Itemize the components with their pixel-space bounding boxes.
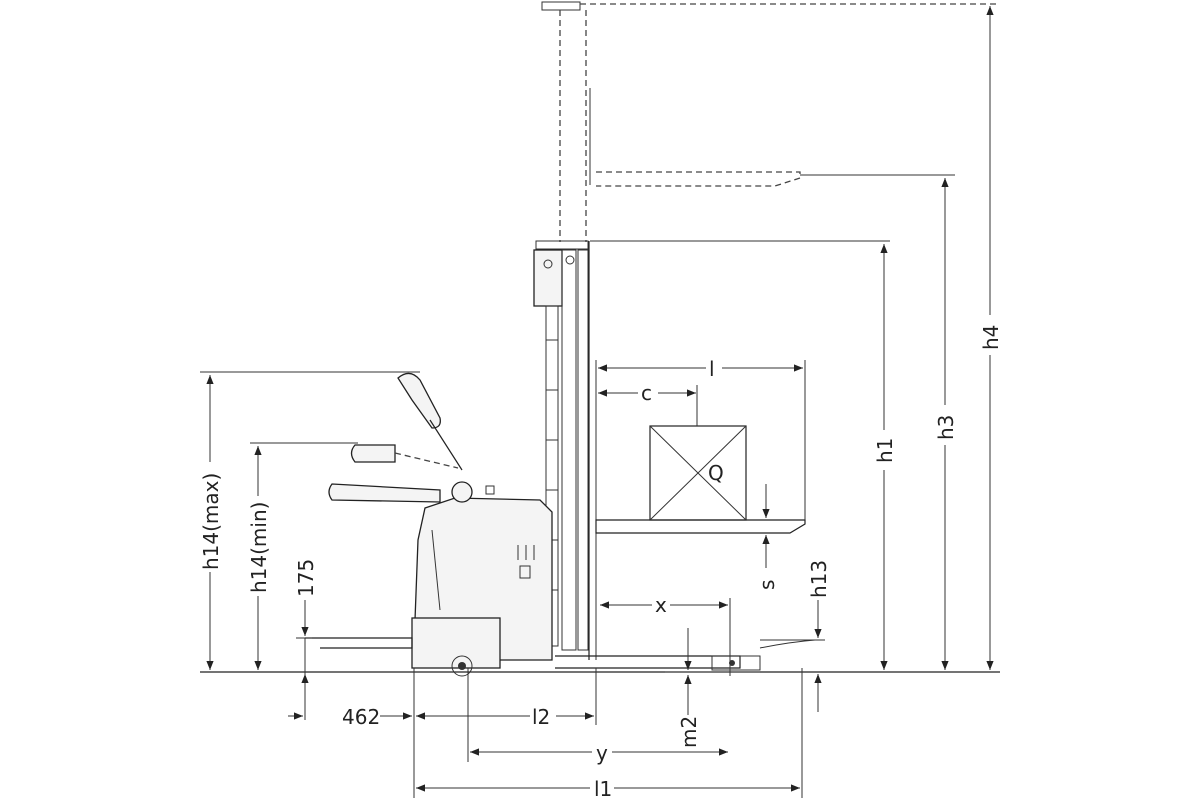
load-label: Q bbox=[708, 461, 724, 485]
dim-h14-max: h14(max) bbox=[199, 473, 223, 570]
dim-y: y bbox=[596, 741, 608, 765]
dim-l: l bbox=[709, 357, 715, 381]
dim-l1: l1 bbox=[594, 777, 612, 800]
forks bbox=[595, 519, 806, 534]
dim-175: 175 bbox=[294, 559, 318, 597]
tiller-low bbox=[328, 483, 441, 503]
dim-m2: m2 bbox=[677, 716, 701, 748]
dim-h14-min: h14(min) bbox=[247, 502, 271, 593]
raised-mast-dashed bbox=[541, 1, 1000, 242]
dim-x: x bbox=[655, 593, 667, 617]
tiller-upright bbox=[397, 372, 463, 471]
base-legs bbox=[555, 639, 816, 671]
tiller-mid bbox=[350, 444, 459, 469]
dim-462: 462 bbox=[342, 705, 380, 729]
load-box bbox=[649, 425, 747, 521]
dim-c: c bbox=[641, 381, 652, 405]
dim-s: s bbox=[755, 580, 779, 590]
dim-h3: h3 bbox=[934, 415, 958, 440]
truck-body bbox=[411, 481, 553, 677]
dim-h1: h1 bbox=[873, 438, 897, 463]
dim-h4: h4 bbox=[979, 325, 1003, 350]
dim-h13: h13 bbox=[807, 560, 831, 598]
dim-l2: l2 bbox=[532, 705, 550, 729]
operator-platform bbox=[305, 637, 413, 649]
